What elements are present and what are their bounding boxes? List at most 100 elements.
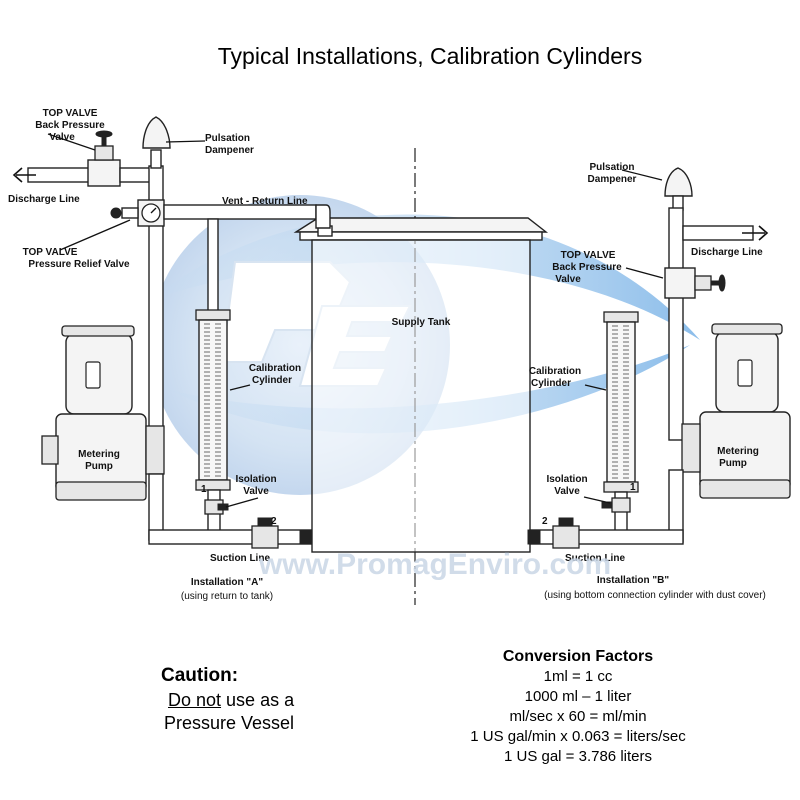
- supply-tank-label: Supply Tank: [392, 317, 451, 328]
- suction-line-pipe-a: [148, 529, 312, 545]
- back-pressure-valve-bonnet-a: [94, 145, 114, 161]
- relief-valve-stem-a: [121, 207, 139, 219]
- leader-pulsation-a: [165, 140, 206, 143]
- supply-tank-lid-rim: [299, 231, 543, 241]
- label-top-valve-prv-1: TOP VALVE: [23, 247, 78, 258]
- label-installation-b: Installation "B": [597, 575, 670, 586]
- relief-valve-handle-a: [110, 207, 122, 219]
- isolation-valve-1-b: [611, 497, 631, 513]
- back-pressure-valve-handle-a: [95, 130, 113, 138]
- label-metering-pump-b-2: Pump: [719, 458, 747, 469]
- installation-a: TOP VALVE Back Pressure Valve Pulsation …: [8, 108, 331, 602]
- label-metering-pump-a-1: Metering: [78, 449, 120, 460]
- metering-pump-base-b: [699, 479, 791, 499]
- discharge-arrow-b: [742, 225, 769, 241]
- metering-pump-motor-top-a: [61, 325, 135, 337]
- label-top-valve-bpv-a-1: TOP VALVE: [43, 108, 98, 119]
- conversion-row: 1000 ml – 1 liter: [524, 688, 632, 705]
- label-num-2-a: 2: [271, 516, 277, 527]
- leader-isolation-b: [583, 496, 611, 504]
- watermark-swoosh-top: [150, 214, 700, 340]
- label-num-1-a: 1: [201, 484, 207, 495]
- metering-pump-window-b: [737, 359, 753, 387]
- calibration-cylinder-scale-a: [204, 323, 221, 477]
- calibration-cylinder-a: [198, 319, 228, 481]
- leader-isolation-a: [225, 497, 259, 508]
- caution-title: Caution:: [161, 665, 239, 686]
- label-installation-a-note: (using return to tank): [181, 591, 273, 602]
- isolation-valve-2-b: [552, 525, 580, 549]
- caution-line-2: Pressure Vessel: [164, 713, 295, 733]
- label-calibration-a-1: Calibration: [249, 363, 301, 374]
- leader-cylinder-b: [584, 384, 607, 391]
- pulsation-dampener-neck-a: [150, 149, 162, 169]
- label-isolation-a-2: Valve: [243, 486, 269, 497]
- conversion-factors: Conversion Factors 1ml = 1 cc 1000 ml – …: [428, 647, 728, 767]
- label-pulsation-b-1: Pulsation: [589, 162, 634, 173]
- label-top-valve-bpv-b-1: TOP VALVE: [561, 250, 616, 261]
- supply-tank: Supply Tank: [293, 217, 549, 553]
- metering-pump-motor-top-b: [711, 323, 783, 335]
- vent-return-line-pipe: [163, 204, 317, 220]
- isolation-valve-2-handle-b: [558, 517, 574, 527]
- label-discharge-line-a: Discharge Line: [8, 194, 80, 205]
- metering-pump-side-a: [41, 435, 59, 465]
- isolation-valve-2-handle-a: [257, 517, 273, 527]
- installation-b: Pulsation Dampener Discharge Line TOP VA…: [527, 162, 791, 601]
- metering-pump-base-a: [55, 481, 147, 501]
- caution-do-not: Do not: [168, 690, 222, 710]
- back-pressure-valve-b: [664, 267, 696, 299]
- label-vent-return-line: Vent - Return Line: [222, 196, 308, 207]
- label-top-valve-prv-2: Pressure Relief Valve: [28, 259, 130, 270]
- back-pressure-valve-handle-b: [718, 274, 726, 292]
- page-title: Typical Installations, Calibration Cylin…: [218, 43, 642, 69]
- vent-return-elbow: [315, 204, 331, 229]
- discharge-riser-b: [668, 207, 684, 441]
- discharge-arrow-a: [12, 167, 36, 183]
- pulsation-dampener-a: [142, 116, 171, 149]
- label-top-valve-bpv-a-3: Valve: [49, 132, 75, 143]
- label-installation-b-note: (using bottom connection cylinder with d…: [544, 590, 766, 601]
- label-metering-pump-a-2: Pump: [85, 461, 113, 472]
- metering-pump-window-a: [85, 361, 101, 389]
- metering-pump-head-a: [145, 425, 165, 475]
- leader-pulsation-b: [621, 169, 663, 181]
- back-pressure-valve-a: [87, 159, 121, 187]
- watermark-url: www.PromagEnviro.com: [258, 548, 611, 581]
- conversion-title: Conversion Factors: [502, 648, 654, 665]
- label-installation-a: Installation "A": [191, 577, 264, 588]
- label-metering-pump-b-1: Metering: [717, 446, 759, 457]
- label-suction-line-b: Suction Line: [565, 553, 625, 564]
- metering-pump-head-b: [681, 423, 701, 473]
- tank-outlet-fitting-b: [527, 529, 541, 545]
- supply-tank-body: [311, 239, 531, 553]
- watermark-swoosh-bottom: [170, 345, 690, 434]
- back-pressure-valve-stem-b: [710, 280, 720, 286]
- label-pulsation-b-2: Dampener: [588, 174, 637, 185]
- discharge-tee-pipe-a: [119, 167, 151, 183]
- label-pulsation-a-2: Dampener: [205, 145, 254, 156]
- caution-rest: use as a: [221, 690, 295, 710]
- calibration-cylinder-scale-b: [612, 325, 629, 479]
- label-isolation-a-1: Isolation: [235, 474, 276, 485]
- supply-tank-lid: [293, 217, 549, 233]
- leader-bpv-a: [47, 133, 96, 151]
- label-calibration-a-2: Cylinder: [252, 375, 292, 386]
- conversion-row: 1 US gal = 3.786 liters: [503, 748, 652, 765]
- conversion-row: 1 US gal/min x 0.063 = liters/sec: [470, 728, 686, 745]
- calibration-cylinder-b: [606, 321, 636, 483]
- isolation-valve-2-a: [251, 525, 279, 549]
- pulsation-dampener-b: [664, 167, 693, 197]
- calibration-cylinder-cap-b: [603, 311, 639, 323]
- label-isolation-b-2: Valve: [554, 486, 580, 497]
- leader-prv-a: [59, 219, 131, 251]
- label-suction-line-a: Suction Line: [210, 553, 270, 564]
- vent-return-downleg-a: [207, 218, 219, 312]
- label-isolation-b-1: Isolation: [546, 474, 587, 485]
- label-pulsation-a-1: Pulsation: [205, 133, 250, 144]
- leader-bpv-b: [625, 267, 664, 279]
- calibration-cylinder-cap-a: [195, 309, 231, 321]
- label-calibration-b-2: Cylinder: [531, 378, 571, 389]
- label-num-1-b: 1: [630, 482, 636, 493]
